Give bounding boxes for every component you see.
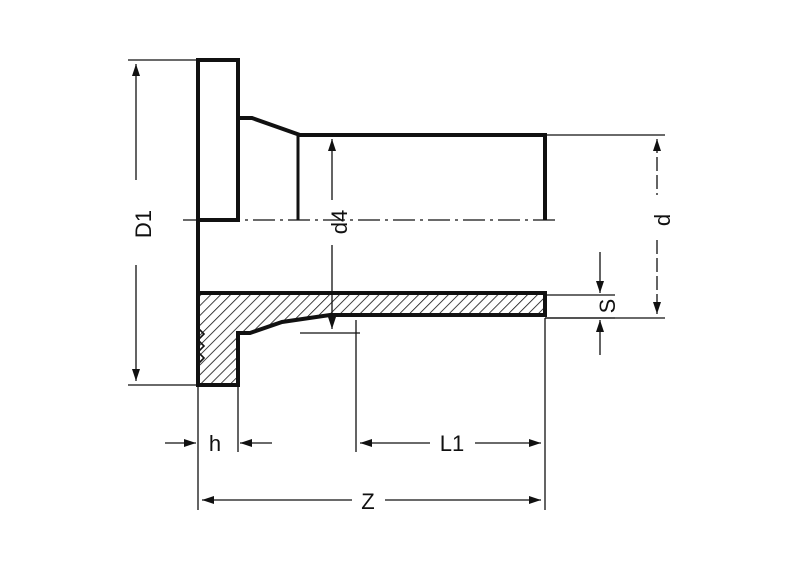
label-L1: L1 [440, 431, 464, 456]
dimension-h [165, 385, 272, 510]
fitting-lower-section [196, 220, 547, 387]
dimension-d [545, 134, 665, 319]
label-d: d [650, 214, 675, 226]
fitting-upper-half [196, 58, 547, 222]
label-D1: D1 [131, 210, 156, 238]
flange-collar-upper [196, 58, 240, 222]
hub-outline-upper [238, 116, 547, 220]
label-Z: Z [361, 489, 374, 514]
label-d4: d4 [327, 210, 352, 234]
dimension-s [545, 252, 615, 355]
label-s: S [595, 299, 620, 314]
label-h: h [209, 431, 221, 456]
dimension-d4 [300, 134, 360, 334]
hatched-wall-section [196, 291, 547, 387]
dimension-D1 [128, 59, 198, 386]
flange-serration [196, 327, 206, 365]
dimension-L1 [355, 318, 546, 510]
